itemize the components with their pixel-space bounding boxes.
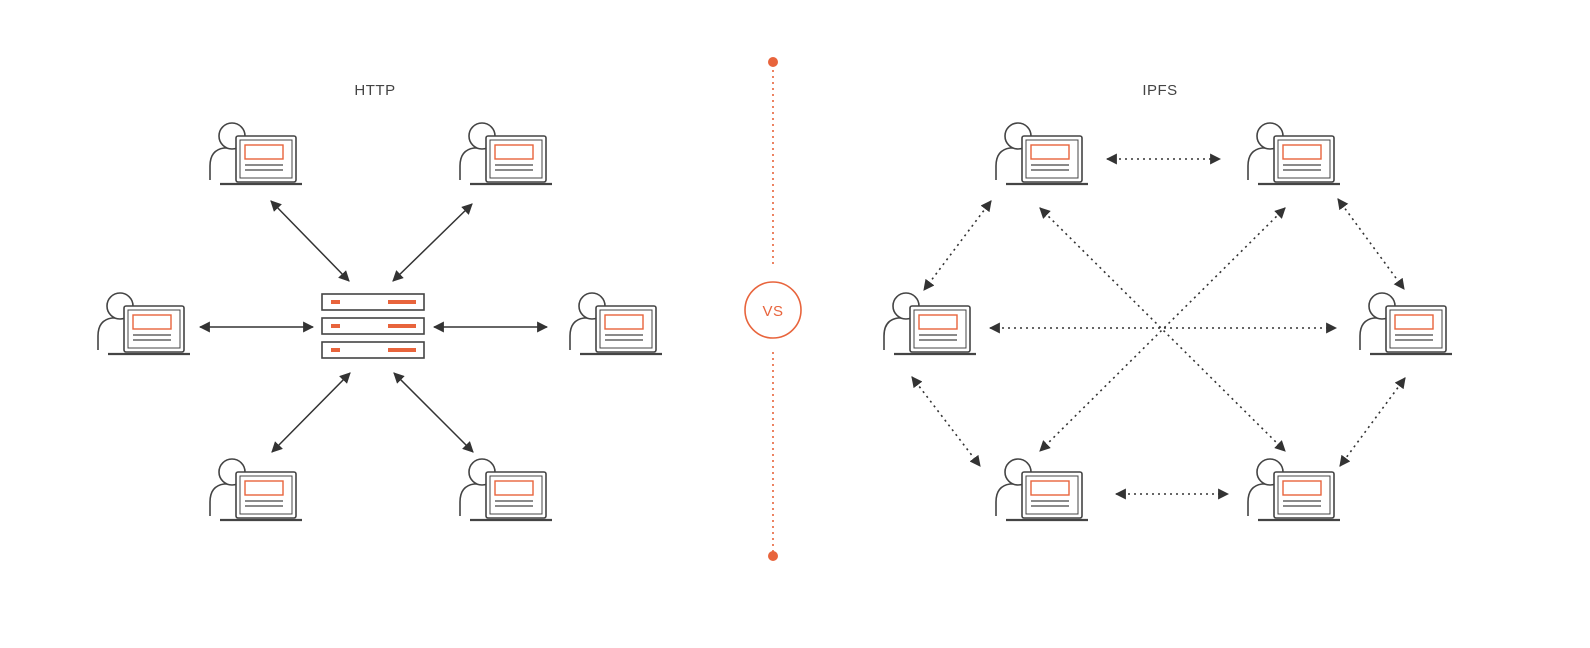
ipfs-connection-arrow (923, 200, 992, 291)
http-client-user-laptop-icon (209, 122, 302, 186)
http-client-user-laptop-icon (97, 292, 190, 356)
vs-divider: VS (744, 57, 802, 561)
http-title: HTTP (354, 82, 395, 99)
ipfs-peer-user-laptop-icon (1359, 292, 1452, 356)
divider-endpoint-bottom (768, 551, 778, 561)
http-connection-arrow (271, 372, 351, 453)
http-connection-arrow (392, 203, 473, 282)
ipfs-connection-arrow (1337, 198, 1405, 290)
http-client-user-laptop-icon (459, 122, 552, 186)
ipfs-title: IPFS (1142, 82, 1177, 99)
ipfs-connection-arrow (911, 376, 981, 467)
ipfs-peer-user-laptop-icon (995, 458, 1088, 522)
server-stack-icon (321, 293, 425, 359)
vs-label: VS (762, 303, 783, 320)
ipfs-peer-user-laptop-icon (1247, 458, 1340, 522)
http-client-user-laptop-icon (209, 458, 302, 522)
ipfs-peer-user-laptop-icon (883, 292, 976, 356)
http-connections (198, 200, 549, 453)
vs-badge (744, 281, 802, 339)
http-clients (97, 122, 662, 522)
http-connection-arrow (393, 372, 474, 453)
http-client-user-laptop-icon (459, 458, 552, 522)
divider-endpoint-top (768, 57, 778, 67)
http-connection-arrow (270, 200, 350, 282)
ipfs-peer-user-laptop-icon (1247, 122, 1340, 186)
ipfs-connection-arrow (1339, 377, 1406, 467)
ipfs-connections (911, 153, 1406, 500)
ipfs-peer-user-laptop-icon (995, 122, 1088, 186)
ipfs-peers (883, 122, 1452, 522)
http-client-user-laptop-icon (569, 292, 662, 356)
